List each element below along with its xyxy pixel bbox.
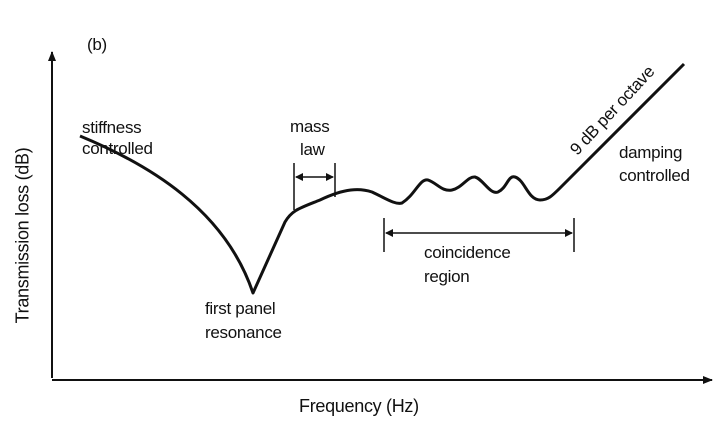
resonance-label-line1: first panel xyxy=(205,299,276,318)
transmission-loss-curve xyxy=(79,62,686,295)
damping-label-line1: damping xyxy=(619,143,683,162)
coincidence-label-line1: coincidence xyxy=(424,243,511,262)
coincidence-label-line2: region xyxy=(424,267,470,286)
panel-label: (b) xyxy=(87,35,107,54)
mass-law-label-line1: mass xyxy=(290,117,330,136)
resonance-label-line2: resonance xyxy=(205,323,282,342)
mass-law-label-line2: law xyxy=(300,140,325,159)
y-axis-label: Transmission loss (dB) xyxy=(12,147,33,324)
stiffness-label-line1: stiffness xyxy=(82,118,142,137)
stiffness-label-line2: controlled xyxy=(82,139,153,158)
damping-label-line2: controlled xyxy=(619,166,690,185)
x-axis-label: Frequency (Hz) xyxy=(299,396,419,416)
